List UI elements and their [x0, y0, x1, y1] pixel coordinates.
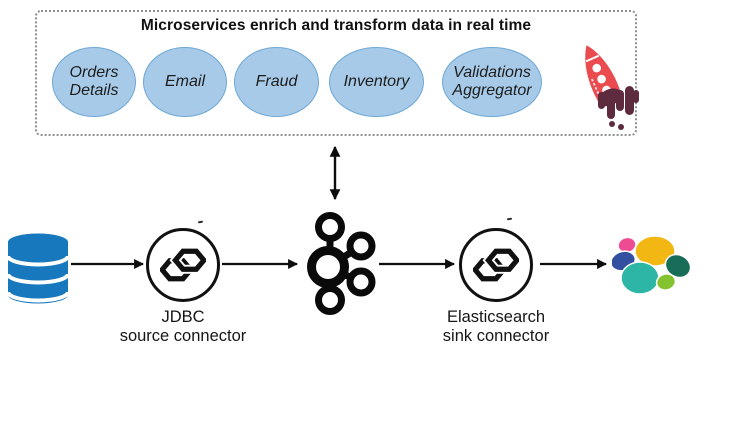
service-label: Orders Details [69, 64, 119, 99]
kafka-icon [307, 212, 376, 315]
service-ellipse-orders-details: Orders Details [52, 47, 136, 117]
jdbc-label-line2: source connector [119, 327, 247, 345]
tick-mark [506, 217, 513, 221]
service-label: Fraud [255, 73, 298, 91]
es-label-line2: sink connector [442, 327, 550, 345]
elasticsearch-sink-connector-node [459, 228, 533, 302]
service-ellipse-inventory: Inventory [329, 47, 424, 117]
microservices-title: Microservices enrich and transform data … [140, 17, 532, 34]
jdbc-label-line1: JDBC [161, 308, 205, 326]
service-label: Validations Aggregator [452, 64, 532, 99]
service-ellipse-validations-aggregator: Validations Aggregator [442, 47, 542, 117]
jdbc-source-connector-node [146, 228, 220, 302]
rocket-icon [585, 45, 639, 130]
service-label: Email [164, 73, 205, 91]
service-ellipse-email: Email [143, 47, 227, 117]
tick-mark [197, 220, 204, 224]
kafka-connect-icon [473, 246, 519, 282]
jdbc-connector-label: JDBC source connector [93, 308, 273, 346]
elasticsearch-logo-icon [612, 235, 692, 295]
database-icon [7, 233, 69, 304]
kafka-connect-icon [160, 246, 206, 282]
elasticsearch-connector-label: Elasticsearch sink connector [406, 308, 586, 346]
es-label-line1: Elasticsearch [446, 308, 546, 326]
service-ellipse-fraud: Fraud [234, 47, 319, 117]
service-label: Inventory [343, 73, 410, 91]
microservices-box: Microservices enrich and transform data … [35, 10, 637, 136]
